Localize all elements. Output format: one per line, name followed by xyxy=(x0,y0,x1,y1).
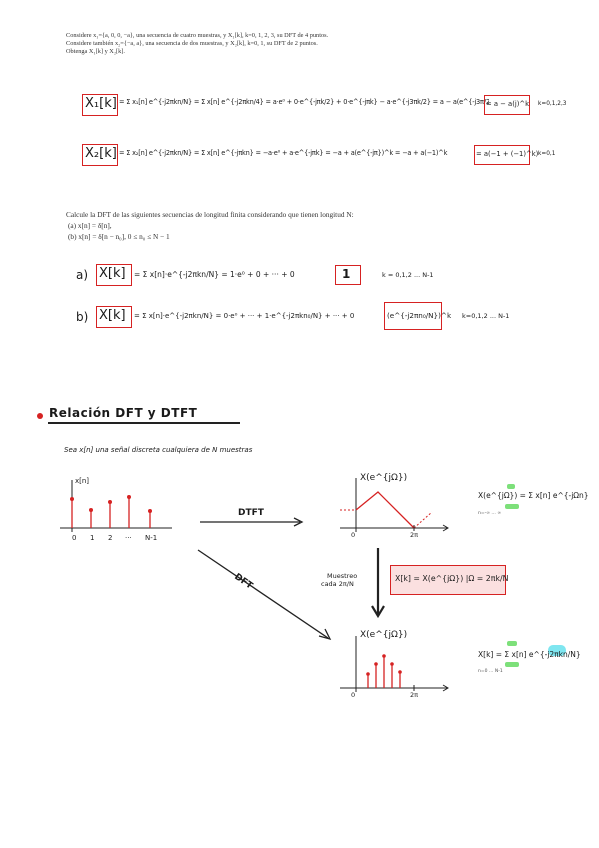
dtft-plot-0: 0 xyxy=(351,531,356,539)
tick-0: 0 xyxy=(72,534,77,542)
dft-dot-0 xyxy=(366,672,370,676)
dot-0 xyxy=(70,497,74,501)
tick-2: 2 xyxy=(108,534,113,542)
dft-dots xyxy=(366,654,402,676)
dft-formula: X[k] = Σ x[n] e^{-j2πkn/N} xyxy=(478,650,581,659)
dtft-arrow-label: DTFT xyxy=(238,508,264,518)
dft-dot-3 xyxy=(390,662,394,666)
dft-arrow xyxy=(197,549,329,639)
sol-a-lhs-box xyxy=(96,264,132,286)
dft-hl-exp xyxy=(548,645,566,656)
dft-plot xyxy=(340,636,449,692)
dft-stems xyxy=(367,656,401,688)
sample-note-1: Muestreo xyxy=(327,572,358,580)
sol-a-label: a) xyxy=(76,268,89,282)
dtft-plot-2pi: 2π xyxy=(410,531,419,539)
sol-a-result: 1 xyxy=(342,267,351,281)
dtft-curve xyxy=(355,491,415,529)
tick-dots: ··· xyxy=(125,534,132,542)
sol-b-k-range: k=0,1,2 ... N-1 xyxy=(462,312,510,320)
eq2-lhs-box xyxy=(82,144,118,166)
signal-plot xyxy=(60,480,172,532)
eq2-result: = a(−1 + (−1)^k) xyxy=(476,150,539,158)
dft-arrowhead xyxy=(318,628,332,641)
sol-b-body: = Σ x[n]·e^{-j2πkn/N} = 0·e⁰ + ··· + 1·e… xyxy=(134,312,355,320)
problem2-intro: Calcule la DFT de las siguientes secuenc… xyxy=(66,210,354,219)
problem1-line1: Considere x₁={a, 0, 0, −a}, una secuenci… xyxy=(66,32,329,39)
dft-dot-1 xyxy=(374,662,378,666)
dft-dot-4 xyxy=(398,670,402,674)
sol-a-lhs: X[k] xyxy=(99,266,126,281)
sol-b-lhs: X[k] xyxy=(99,308,126,323)
sol-a-body: = Σ x[n]·e^{-j2πkn/N} = 1·e⁰ + 0 + ··· +… xyxy=(134,270,295,279)
eq1-result: = a − a(j)^k xyxy=(486,100,530,108)
dtft-plot xyxy=(340,478,449,532)
problem2-a: (a) x[n] = δ[n], xyxy=(68,221,112,230)
eq2-result-box xyxy=(474,145,530,165)
sol-b-label: b) xyxy=(76,310,89,324)
dft-plot-2pi: 2π xyxy=(410,691,419,699)
dtft-x-arrowhead xyxy=(442,524,449,532)
dot-1 xyxy=(89,508,93,512)
problem1-line3: Obtenga X₁[k] y X₂[k]. xyxy=(66,48,125,55)
eq2-lhs: X₂[k] xyxy=(85,146,117,161)
dot-3 xyxy=(127,495,131,499)
sol-b-result: (e^{-j2πn₀/N})^k xyxy=(387,311,452,320)
tick-n-1: N-1 xyxy=(145,534,158,542)
dot-4 xyxy=(148,509,152,513)
dft-plot-label: X(e^{jΩ}) xyxy=(360,630,408,640)
dft-x-arrowhead xyxy=(442,684,449,692)
dft-hl-top xyxy=(507,641,517,646)
dft-hl-bot xyxy=(505,662,519,667)
section-bullet xyxy=(37,413,43,419)
section-title-underline xyxy=(48,422,240,424)
dtft-curve-right-dash xyxy=(413,511,433,529)
dtft-plot-label: X(e^{jΩ}) xyxy=(360,473,408,483)
eq1-lhs-box xyxy=(82,94,118,116)
section-title: Relación DFT y DTFT xyxy=(49,406,198,420)
dtft-formula: X(e^{jΩ}) = Σ x[n] e^{-jΩn} xyxy=(478,491,589,500)
sample-eq-box xyxy=(390,565,506,595)
signal-stems xyxy=(71,497,151,528)
dot-2 xyxy=(108,500,112,504)
dtft-bounds: n=-∞ … ∞ xyxy=(478,511,502,516)
sample-note-2: cada 2π/N xyxy=(321,580,354,588)
eq2-body: = Σ x₂[n] e^{-j2πkn/N} = Σ x[n] e^{-jπkn… xyxy=(119,149,448,157)
eq2-k-range: k=0,1 xyxy=(538,151,556,157)
dtft-arrowhead xyxy=(293,517,304,527)
signal-label: x[n] xyxy=(75,477,90,485)
dtft-hl-bot xyxy=(505,504,519,509)
problem2-b: (b) x[n] = δ[n − n₀], 0 ≤ n₀ ≤ N − 1 xyxy=(68,232,170,241)
sol-b-lhs-box xyxy=(96,306,132,328)
sol-a-result-box xyxy=(335,265,361,285)
dft-dot-2 xyxy=(382,654,386,658)
problem1-line2: Considere también x₂={−a, a}, una secuen… xyxy=(66,40,318,47)
sol-a-k-range: k = 0,1,2 ... N-1 xyxy=(382,271,434,279)
section-sentence: Sea x[n] una señal discreta cualquiera d… xyxy=(64,446,253,454)
sample-eq: X[k] = X(e^{jΩ}) |Ω = 2πk/N xyxy=(395,574,509,583)
eq1-result-box xyxy=(484,95,530,115)
dft-bounds: n=0 … N-1 xyxy=(478,669,503,674)
dtft-hl-top xyxy=(507,484,515,489)
dft-plot-0: 0 xyxy=(351,691,356,699)
eq1-lhs: X₁[k] xyxy=(85,96,117,111)
sol-b-result-box xyxy=(384,302,442,330)
tick-1: 1 xyxy=(90,534,95,542)
eq1-k-range: k=0,1,2,3 xyxy=(538,101,567,107)
sampling-arrowhead xyxy=(371,605,385,619)
signal-dots xyxy=(70,495,152,513)
eq1-body: = Σ x₁[n] e^{-j2πkn/N} = Σ x[n] e^{-j2πk… xyxy=(119,98,489,106)
